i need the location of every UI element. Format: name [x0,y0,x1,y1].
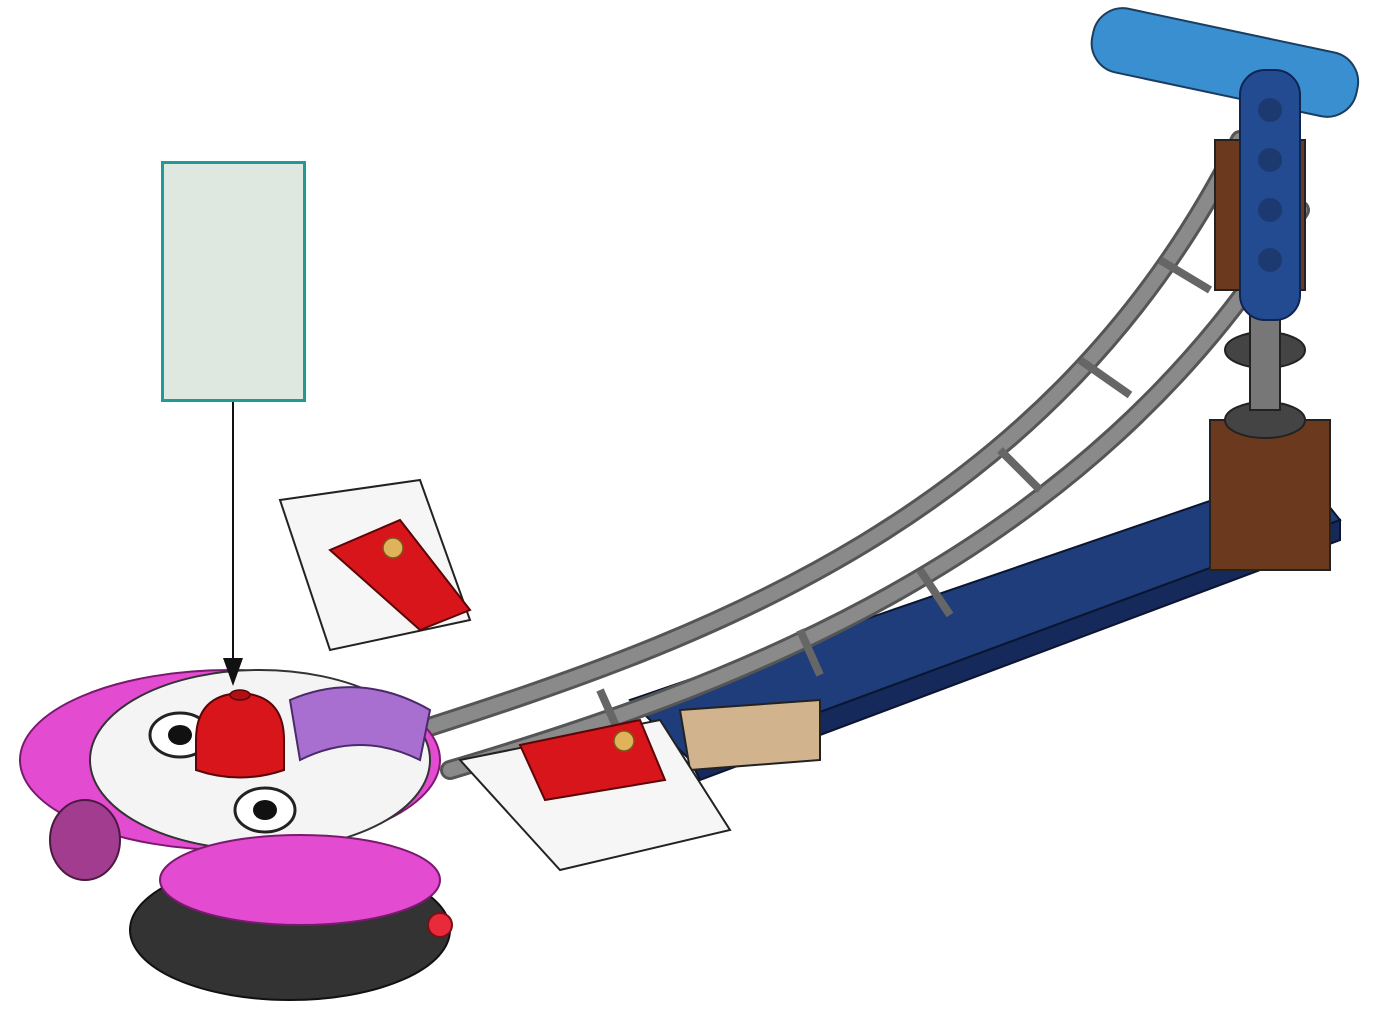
placed-red-dome [196,690,284,778]
callout-frame [161,161,306,402]
red-white-wing-upper [280,480,470,650]
callout-pointer-arrowhead [223,658,243,686]
tan-support-block [680,700,820,770]
callout-pointer-line [232,402,234,664]
